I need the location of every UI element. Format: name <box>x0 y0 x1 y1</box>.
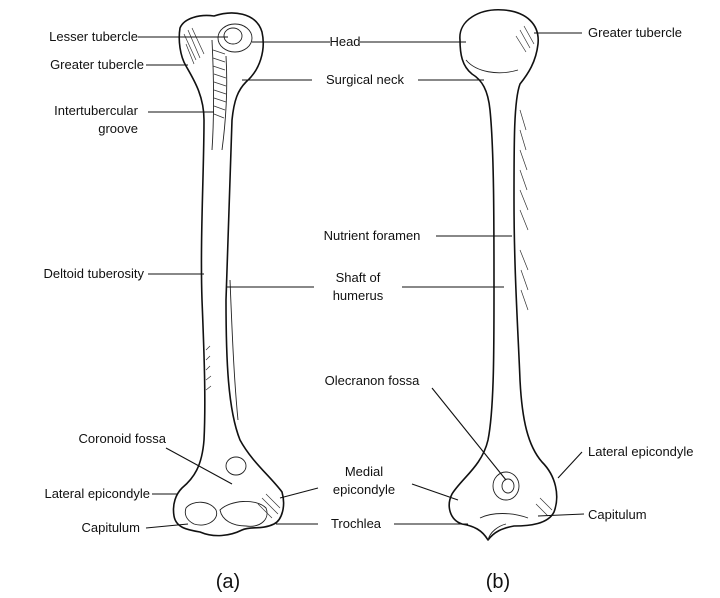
label-capitulum-b: Capitulum <box>588 507 647 522</box>
label-nutrient-foramen: Nutrient foramen <box>324 228 421 243</box>
label-medial-line2: epicondyle <box>333 482 395 497</box>
label-medial-line1: Medial <box>345 464 383 479</box>
label-trochlea: Trochlea <box>331 516 382 531</box>
label-greater-tubercle-a: Greater tubercle <box>50 57 144 72</box>
label-shaft-line1: Shaft of <box>336 270 381 285</box>
labels-right: Greater tubercle Lateral epicondyle Capi… <box>588 25 694 522</box>
label-coronoid-fossa: Coronoid fossa <box>79 431 167 446</box>
label-lesser-tubercle: Lesser tubercle <box>49 29 138 44</box>
label-shaft-line2: humerus <box>333 288 384 303</box>
label-capitulum-a: Capitulum <box>81 520 140 535</box>
label-greater-tubercle-b: Greater tubercle <box>588 25 682 40</box>
panel-label-b: (b) <box>486 571 510 593</box>
humerus-posterior-view <box>449 10 556 540</box>
panel-label-a: (a) <box>216 571 240 593</box>
panel-labels: (a) (b) <box>216 571 510 593</box>
label-olecranon-fossa: Olecranon fossa <box>325 373 420 388</box>
label-lateral-epicondyle-b: Lateral epicondyle <box>588 444 694 459</box>
label-head: Head <box>329 34 360 49</box>
labels-center: Head Surgical neck Nutrient foramen Shaf… <box>324 34 421 531</box>
labels-left: Lesser tubercle Greater tubercle Intertu… <box>44 29 167 535</box>
label-intertubercular-line1: Intertubercular <box>54 103 138 118</box>
label-intertubercular-line2: groove <box>98 121 138 136</box>
label-surgical-neck: Surgical neck <box>326 72 405 87</box>
label-lateral-epicondyle-a: Lateral epicondyle <box>44 486 150 501</box>
label-deltoid-tuberosity: Deltoid tuberosity <box>44 266 145 281</box>
